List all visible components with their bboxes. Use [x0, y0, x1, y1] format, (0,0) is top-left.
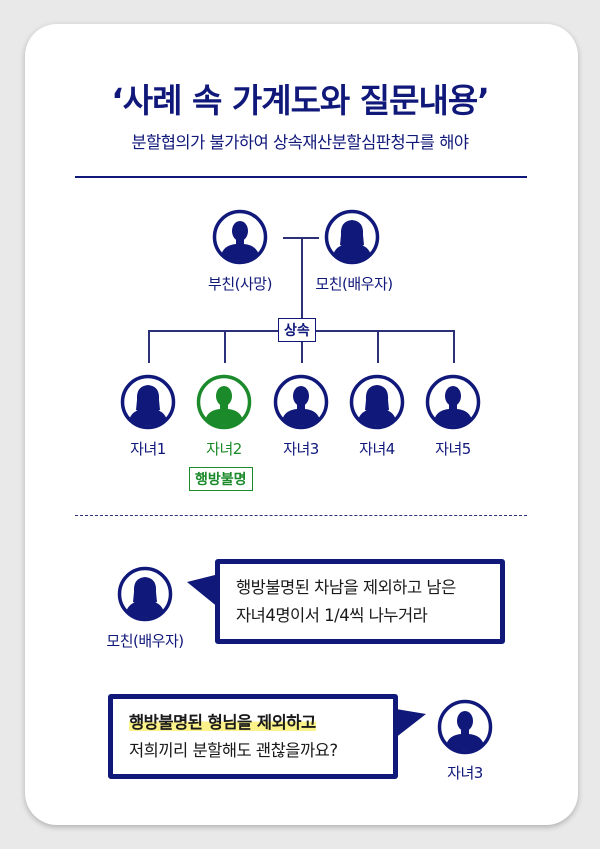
female-avatar-icon	[117, 566, 173, 622]
male-avatar-icon	[437, 699, 493, 755]
female-avatar-icon	[349, 374, 405, 430]
missing-status-badge: 행방불명	[189, 467, 253, 491]
child-line	[301, 330, 303, 363]
mother-label: 모친(배우자)	[315, 275, 393, 293]
bubble-tail	[390, 708, 426, 742]
page-title: ‘사례 속 가계도와 질문내용’	[111, 81, 490, 120]
bubble-line: 자녀4명이서 1/4씩 나누거라	[236, 606, 428, 625]
father-label: 부친(사망)	[208, 275, 272, 293]
speech-bubble-mother: 행방불명된 차남을 제외하고 남은 자녀4명이서 1/4씩 나누거라	[215, 559, 505, 644]
subtitle: 분할협의가 불가하여 상속재산분할심판청구를 해야	[131, 133, 469, 152]
dashed-divider	[75, 515, 527, 516]
bubble-tail	[187, 574, 219, 608]
child-label: 자녀4	[359, 440, 395, 458]
child-line	[148, 330, 150, 363]
bubble-line: 저희끼리 분할해도 괜찮을까요?	[129, 741, 338, 760]
speaker-label: 모친(배우자)	[106, 632, 184, 650]
child-line	[453, 330, 455, 363]
male-avatar-icon	[212, 209, 268, 265]
male-avatar-icon	[273, 374, 329, 430]
highlighted-line: 행방불명된 형님을 제외하고	[129, 713, 316, 732]
descent-line	[301, 237, 303, 319]
child-label: 자녀2	[206, 440, 242, 458]
child-label: 자녀3	[283, 440, 319, 458]
child-label: 자녀1	[130, 440, 166, 458]
female-avatar-icon	[324, 209, 380, 265]
male-avatar-icon	[196, 374, 252, 430]
male-avatar-icon	[425, 374, 481, 430]
inherit-tag: 상속	[278, 318, 316, 342]
child-label: 자녀5	[435, 440, 471, 458]
speaker-label: 자녀3	[447, 764, 483, 782]
female-avatar-icon	[120, 374, 176, 430]
divider	[75, 176, 527, 178]
child-line	[377, 330, 379, 363]
speech-bubble-child3: 행방불명된 형님을 제외하고 저희끼리 분할해도 괜찮을까요?	[108, 694, 398, 779]
bubble-line: 행방불명된 차남을 제외하고 남은	[236, 578, 456, 597]
child-line	[224, 330, 226, 363]
